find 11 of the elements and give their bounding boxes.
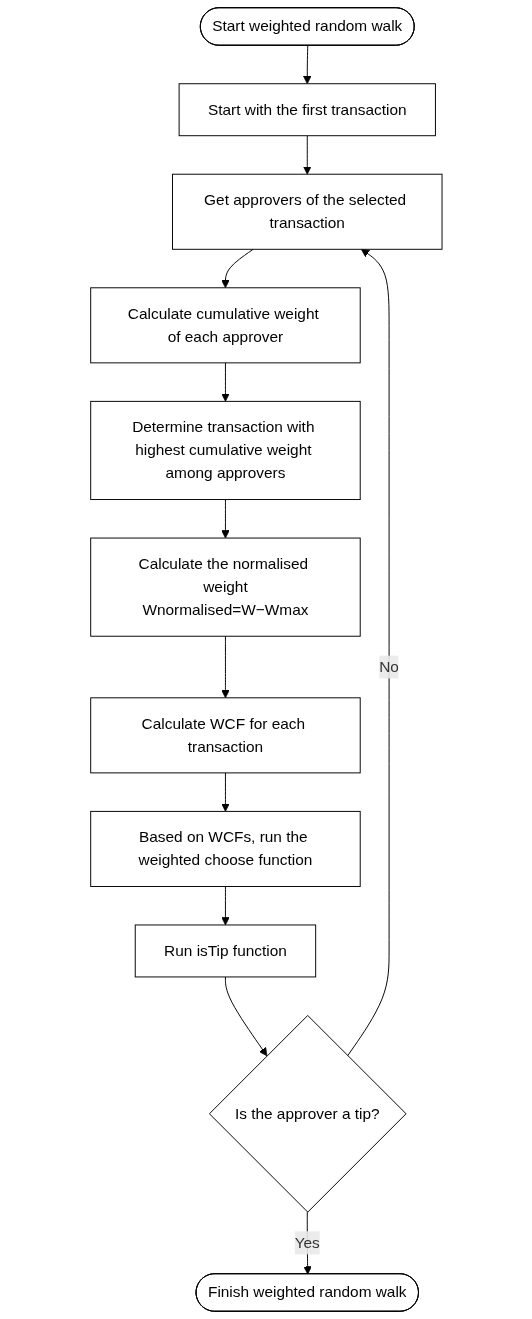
node-box: Get approvers of the selected transaction — [171, 173, 443, 250]
edge-label: No — [378, 658, 399, 675]
node-box: Calculate the normalised weight Wnormalised=W−Wmax — [89, 537, 361, 637]
node-diamond: Is the approver a tip? — [208, 1014, 407, 1213]
node-box: Calculate cumulative weight of each approver — [89, 287, 361, 364]
node-box: Calculate WCF for each transaction — [89, 697, 361, 774]
node-box: Start with the first transaction — [178, 83, 436, 137]
node-box: Determine transaction with highest cumulative weight among approvers — [89, 400, 361, 501]
edge-label: Yes — [294, 1234, 320, 1251]
node-box: Run isTip function — [134, 924, 316, 978]
node-box: Based on WCFs, run the weighted choose function — [89, 810, 361, 887]
